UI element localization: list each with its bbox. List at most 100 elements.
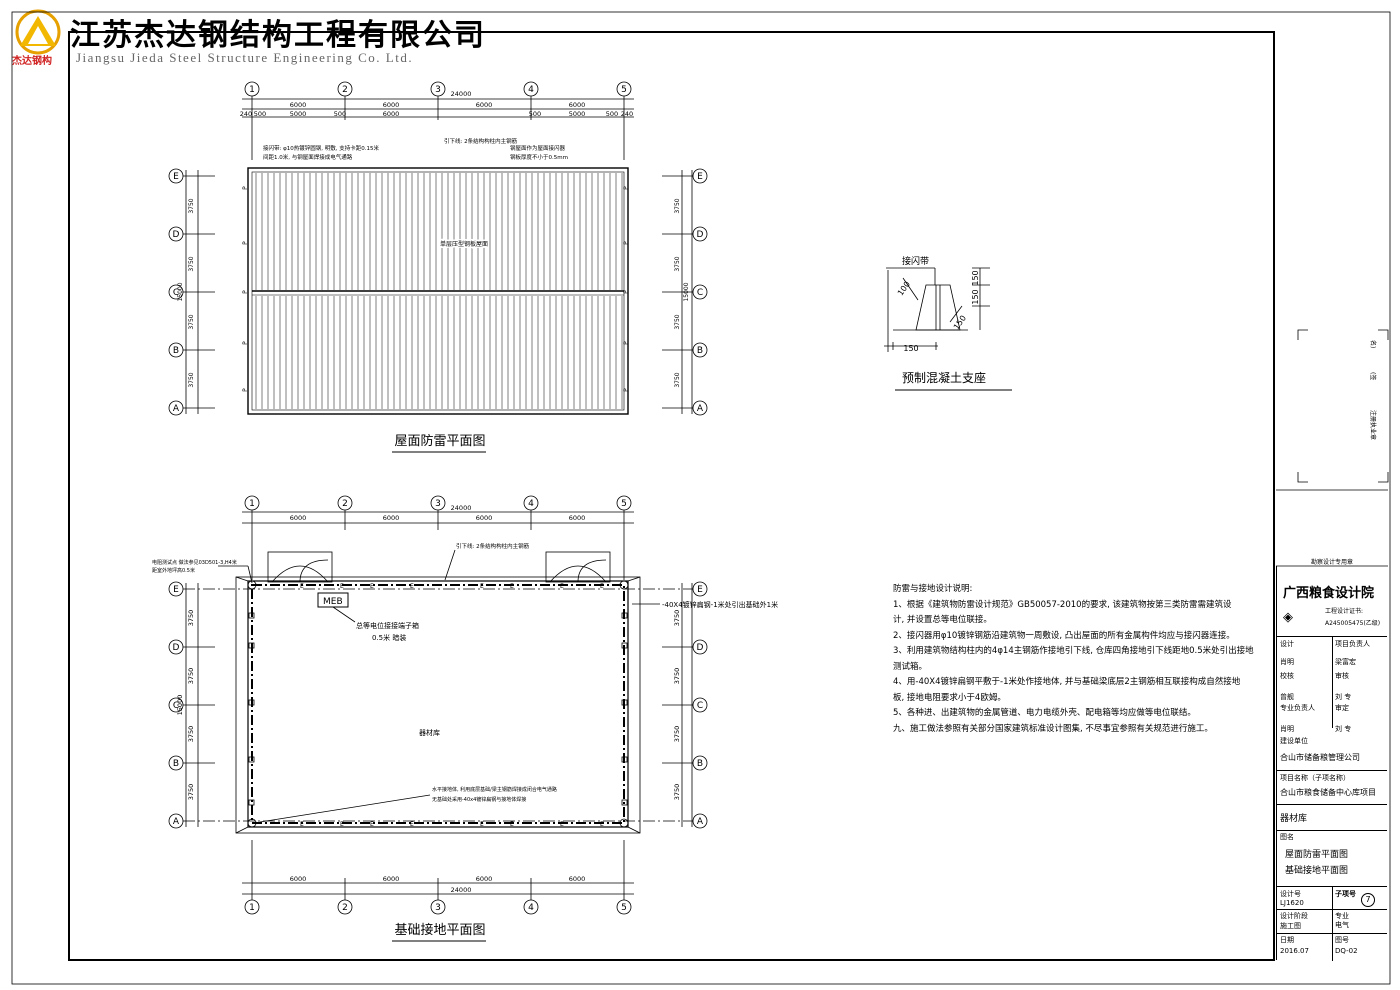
room-label: 器材库	[419, 728, 440, 737]
outer-border	[11, 11, 1391, 985]
test-point-note-2: 距室外地坪高0.5米	[152, 567, 195, 574]
earth-marker: E	[370, 821, 374, 828]
roof-axis-x-label: 1	[249, 85, 255, 95]
roof-plan	[168, 81, 708, 416]
roof-bay-width: 6000	[476, 101, 493, 109]
major: 电气	[1335, 921, 1349, 929]
support-label-top: 接闪带	[902, 255, 929, 267]
drawing-label: 图名	[1280, 833, 1294, 841]
roof-ribs	[255, 173, 623, 409]
date-label: 日期	[1280, 936, 1294, 944]
roof-sub-dim: 240	[621, 110, 633, 118]
sub-no-label: 子项号	[1335, 890, 1356, 898]
project-name: 合山市粮食储备中心库项目	[1280, 788, 1376, 797]
fnd-bay-width: 6000	[569, 514, 586, 522]
notes-line: 九、施工做法参照有关部分国家建筑标准设计图集, 不尽事宜参照有关规范进行施工。	[893, 723, 1213, 734]
fnd-axis-y-label: B	[173, 759, 179, 769]
fnd-axis-y-label: D	[697, 643, 704, 653]
roof-bay-width: 6000	[290, 101, 307, 109]
fnd-bay-height: 3750	[187, 726, 195, 743]
approve-name: 刘 专	[1335, 725, 1352, 733]
fnd-bay-width: 6000	[476, 875, 493, 883]
leader-label: 项目负责人	[1335, 640, 1370, 648]
fnd-axis-x-label: 1	[249, 903, 255, 913]
notes-line: 计, 并设置总等电位联接。	[893, 615, 992, 625]
fnd-bay-width: 6000	[476, 514, 493, 522]
roof-sub-dim: 6000	[383, 110, 400, 118]
meb-note-2: 0.5米 暗装	[372, 633, 406, 642]
support-dim: 150	[971, 270, 980, 285]
horizontal-earth-note: 水平接地体, 利用底层基础/梁主钢筋焊接成闭合电气通路	[432, 786, 557, 793]
roof-bay-width: 6000	[383, 101, 400, 109]
roof-marker: P	[242, 388, 249, 392]
drawing-name-2: 基础接地平面图	[1285, 866, 1349, 876]
roof-axis-y-label: E	[697, 172, 703, 182]
roof-axis-x-label: 3	[435, 85, 441, 95]
stamp-area	[1297, 329, 1389, 483]
client-name: 合山市储备粮管理公司	[1280, 753, 1360, 762]
fnd-bay-height: 3750	[673, 668, 681, 685]
roof-outline	[247, 167, 629, 415]
roof-axis-x-label: 2	[342, 85, 348, 95]
roof-bay-height: 3750	[188, 314, 195, 329]
earth-marker: E	[600, 583, 604, 590]
roof-axis-x-label: 4	[528, 85, 534, 95]
roof-marker: P	[242, 186, 249, 190]
fnd-axis-y-label: C	[173, 701, 179, 711]
stamp-sign: (签	[1369, 372, 1377, 380]
roof-note-3: 钢屋面作为屋面接闪器	[510, 144, 566, 152]
earth-marker: E	[370, 583, 374, 590]
roof-marker: P	[623, 186, 630, 190]
design-no: LJ1620	[1280, 899, 1304, 907]
stage: 施工图	[1280, 922, 1301, 930]
fnd-axis-x-label: 4	[528, 903, 534, 913]
stage-label: 设计阶段	[1280, 912, 1308, 920]
date: 2016.07	[1280, 947, 1309, 955]
roof-sub-dim: 500	[529, 110, 541, 118]
fnd-axis-y-label: A	[173, 817, 180, 827]
roof-bay-height: 3750	[674, 198, 681, 213]
inner-frame	[68, 31, 1275, 961]
sheet-no: DQ-02	[1335, 947, 1358, 955]
earth-marker: E	[300, 583, 304, 590]
earth-marker: E	[510, 583, 514, 590]
fnd-axis-y-label: A	[697, 817, 704, 827]
roof-sub-dim: 500	[606, 110, 618, 118]
roof-marker: P	[242, 241, 249, 245]
roof-axis-y-label: E	[173, 172, 179, 182]
roof-plan-title: 屋面防雷平面图	[394, 433, 485, 449]
seal-label: 勘察设计专用章	[1311, 558, 1353, 566]
leader-name: 梁富宏	[1335, 658, 1356, 666]
support-detail-title: 预制混凝土支座	[902, 370, 986, 385]
fnd-axis-y-label: E	[697, 585, 703, 595]
fnd-bay-height: 3750	[673, 726, 681, 743]
design-label: 设计	[1280, 640, 1294, 648]
roof-note-1b: 间距1.0米, 与钢屋面焊接成电气通路	[263, 153, 353, 161]
earth-marker: E	[340, 821, 344, 828]
earth-marker: E	[480, 583, 484, 590]
roof-marker: P	[242, 341, 249, 345]
drawing-name-1: 屋面防雷平面图	[1285, 850, 1349, 860]
fnd-total-width: 24000	[451, 504, 472, 512]
roof-bay-height: 3750	[188, 256, 195, 271]
roof-sub-dim: 240	[240, 110, 252, 118]
review-label: 审核	[1335, 672, 1349, 680]
title-block: 广西粮食设计院 ◈ 工程设计证书: A245005475(乙级) 设计 肖明 项…	[1276, 566, 1387, 961]
roof-axis-x-label: 5	[621, 85, 627, 95]
company-logo-icon	[15, 9, 61, 55]
foundation-plan	[168, 495, 708, 915]
fnd-bay-height: 3750	[187, 784, 195, 801]
design-name: 肖明	[1280, 658, 1294, 666]
roof-center-label: 单层压型钢板屋面	[440, 240, 488, 248]
roof-note-2: 引下线: 2条结构构柱内主钢筋	[444, 137, 518, 145]
fnd-axis-x-label: 5	[621, 499, 627, 509]
roof-bay-height: 3750	[188, 372, 195, 387]
fnd-bay-width: 6000	[290, 514, 307, 522]
earth-marker: E	[600, 821, 604, 828]
check-label: 校核	[1280, 672, 1294, 680]
roof-total-height: 15000	[683, 282, 690, 301]
earth-marker: E	[560, 821, 564, 828]
fnd-bay-height: 3750	[187, 610, 195, 627]
